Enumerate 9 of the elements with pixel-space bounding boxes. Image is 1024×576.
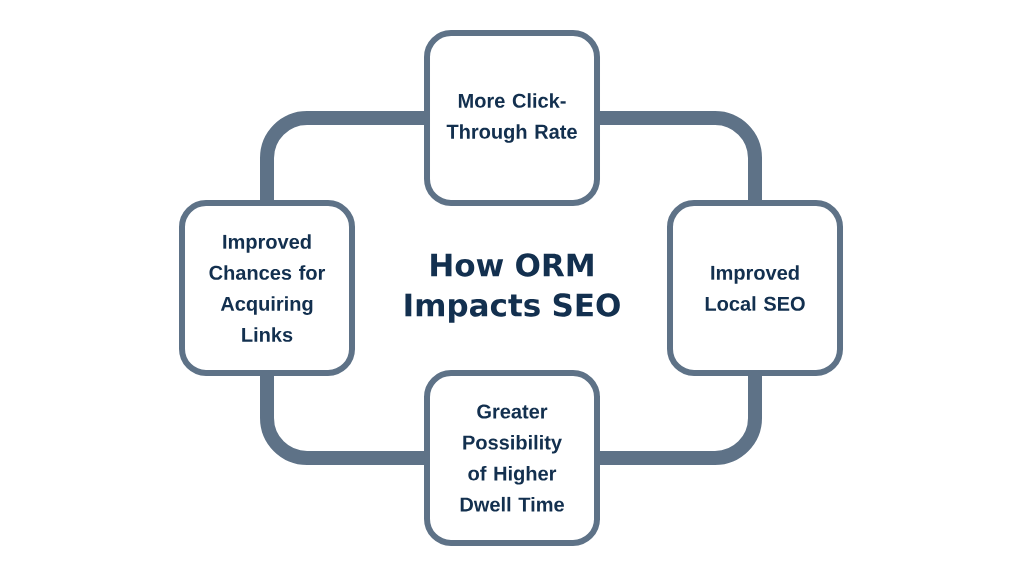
connector (260, 111, 424, 200)
connector (600, 376, 762, 465)
rounded-box: Improved Chances for Acquiring Links (179, 200, 355, 376)
rounded-box: More Click-Through Rate (424, 30, 600, 206)
connector (260, 376, 424, 465)
connector (600, 111, 762, 200)
rounded-box: Greater Possibility of Higher Dwell Time (424, 370, 600, 546)
rounded-box: Improved Local SEO (667, 200, 843, 376)
title: How ORM Impacts SEO (405, 253, 620, 323)
